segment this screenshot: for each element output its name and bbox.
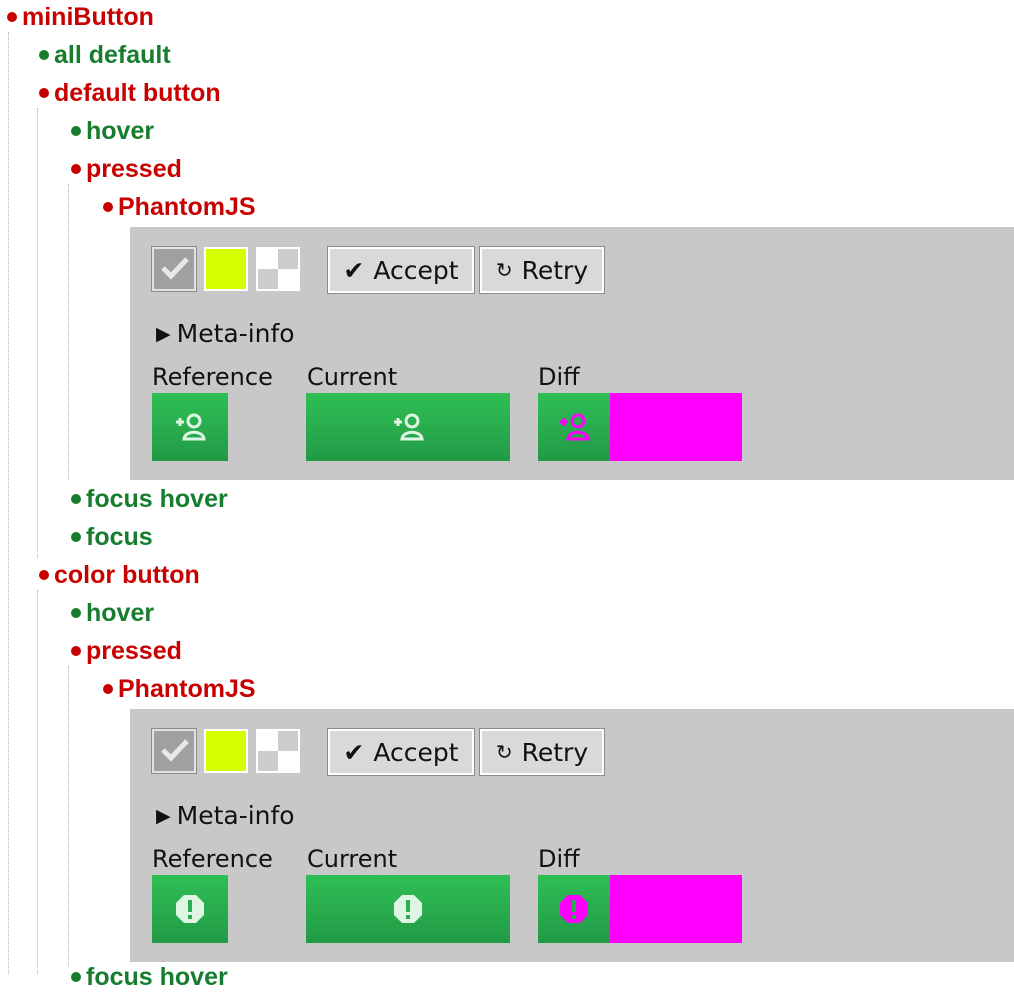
meta-info-toggle[interactable]: ▶ Meta-info <box>156 801 295 830</box>
meta-info-toggle[interactable]: ▶ Meta-info <box>156 319 295 348</box>
pass-bullet-icon <box>71 494 81 504</box>
fail-bullet-icon <box>71 646 81 656</box>
tree-node-label: pressed <box>86 154 182 183</box>
pass-bullet-icon <box>71 532 81 542</box>
alert-icon <box>176 895 204 923</box>
add-user-icon <box>176 413 206 441</box>
checkmark-icon: ✔ <box>343 737 365 767</box>
current-image[interactable] <box>306 393 510 461</box>
tree-node-label: focus <box>86 522 153 551</box>
accept-button[interactable]: ✔ Accept <box>328 247 474 293</box>
tree-node-color-button[interactable]: color button <box>39 560 200 590</box>
alert-icon <box>394 895 422 923</box>
tree-guide-line <box>8 32 9 974</box>
transparency-checker-toggle[interactable] <box>256 729 300 773</box>
add-user-icon <box>394 413 424 441</box>
reference-label: Reference <box>152 845 273 873</box>
checkmark-icon: ✔ <box>343 255 365 285</box>
screenshot-comparison-panel: ✔ Accept ↻ Retry ▶ Meta-info Reference C… <box>130 227 1014 480</box>
tree-guide-line <box>68 184 69 480</box>
tree-node-label: focus hover <box>86 962 228 991</box>
tree-node-pressed[interactable]: pressed <box>71 154 182 184</box>
tree-node-label: hover <box>86 116 155 145</box>
transparency-checker-toggle[interactable] <box>256 247 300 291</box>
toggle-check-icon[interactable] <box>152 729 196 773</box>
current-label: Current <box>307 845 398 873</box>
fail-bullet-icon <box>103 684 113 694</box>
retry-button-label: Retry <box>521 255 589 285</box>
alert-icon <box>560 895 588 923</box>
meta-info-label: Meta-info <box>176 801 295 830</box>
tree-node-label: all default <box>54 40 171 69</box>
fail-bullet-icon <box>7 12 17 22</box>
fail-bullet-icon <box>39 88 49 98</box>
tree-node-label: pressed <box>86 636 182 665</box>
tree-node-label: hover <box>86 598 155 627</box>
reference-image[interactable] <box>152 393 228 461</box>
diff-label: Diff <box>538 845 580 873</box>
tree-node-browser[interactable]: PhantomJS <box>103 674 256 704</box>
reference-image[interactable] <box>152 875 228 943</box>
color-swatch-toggle[interactable] <box>204 729 248 773</box>
retry-button[interactable]: ↻ Retry <box>480 729 604 775</box>
tree-node-label: PhantomJS <box>118 674 256 703</box>
fail-bullet-icon <box>103 202 113 212</box>
tree-node-minibutton[interactable]: miniButton <box>7 2 154 32</box>
tree-node-hover[interactable]: hover <box>71 598 154 628</box>
tree-guide-line <box>37 590 38 974</box>
add-user-icon <box>560 413 590 441</box>
diff-image-matched-region <box>538 393 610 461</box>
color-swatch-toggle[interactable] <box>204 247 248 291</box>
reference-label: Reference <box>152 363 273 391</box>
diff-label: Diff <box>538 363 580 391</box>
accept-button[interactable]: ✔ Accept <box>328 729 474 775</box>
expand-triangle-icon: ▶ <box>156 804 171 827</box>
retry-icon: ↻ <box>495 258 513 282</box>
toggle-check-icon[interactable] <box>152 247 196 291</box>
accept-button-label: Accept <box>373 255 459 285</box>
expand-triangle-icon: ▶ <box>156 322 171 345</box>
tree-node-default-button[interactable]: default button <box>39 78 221 108</box>
current-label: Current <box>307 363 398 391</box>
diff-image[interactable] <box>538 393 742 461</box>
fail-bullet-icon <box>71 164 81 174</box>
tree-node-focus-hover[interactable]: focus hover <box>71 962 228 992</box>
diff-image-matched-region <box>538 875 610 943</box>
tree-node-browser[interactable]: PhantomJS <box>103 192 256 222</box>
tree-node-label: color button <box>54 560 200 589</box>
retry-icon: ↻ <box>495 740 513 764</box>
meta-info-label: Meta-info <box>176 319 295 348</box>
tree-node-label: focus hover <box>86 484 228 513</box>
tree-node-pressed[interactable]: pressed <box>71 636 182 666</box>
diff-image[interactable] <box>538 875 742 943</box>
tree-guide-line <box>68 666 69 966</box>
tree-node-label: PhantomJS <box>118 192 256 221</box>
tree-guide-line <box>37 108 38 558</box>
pass-bullet-icon <box>71 126 81 136</box>
tree-node-focus-hover[interactable]: focus hover <box>71 484 228 514</box>
tree-node-label: miniButton <box>22 2 154 31</box>
retry-button[interactable]: ↻ Retry <box>480 247 604 293</box>
tree-node-label: default button <box>54 78 221 107</box>
screenshot-comparison-panel: ✔ Accept ↻ Retry ▶ Meta-info Reference C… <box>130 709 1014 962</box>
pass-bullet-icon <box>71 608 81 618</box>
fail-bullet-icon <box>39 570 49 580</box>
retry-button-label: Retry <box>521 737 589 767</box>
tree-node-all-default[interactable]: all default <box>39 40 171 70</box>
current-image[interactable] <box>306 875 510 943</box>
tree-node-hover[interactable]: hover <box>71 116 154 146</box>
tree-node-focus[interactable]: focus <box>71 522 153 552</box>
pass-bullet-icon <box>39 50 49 60</box>
accept-button-label: Accept <box>373 737 459 767</box>
